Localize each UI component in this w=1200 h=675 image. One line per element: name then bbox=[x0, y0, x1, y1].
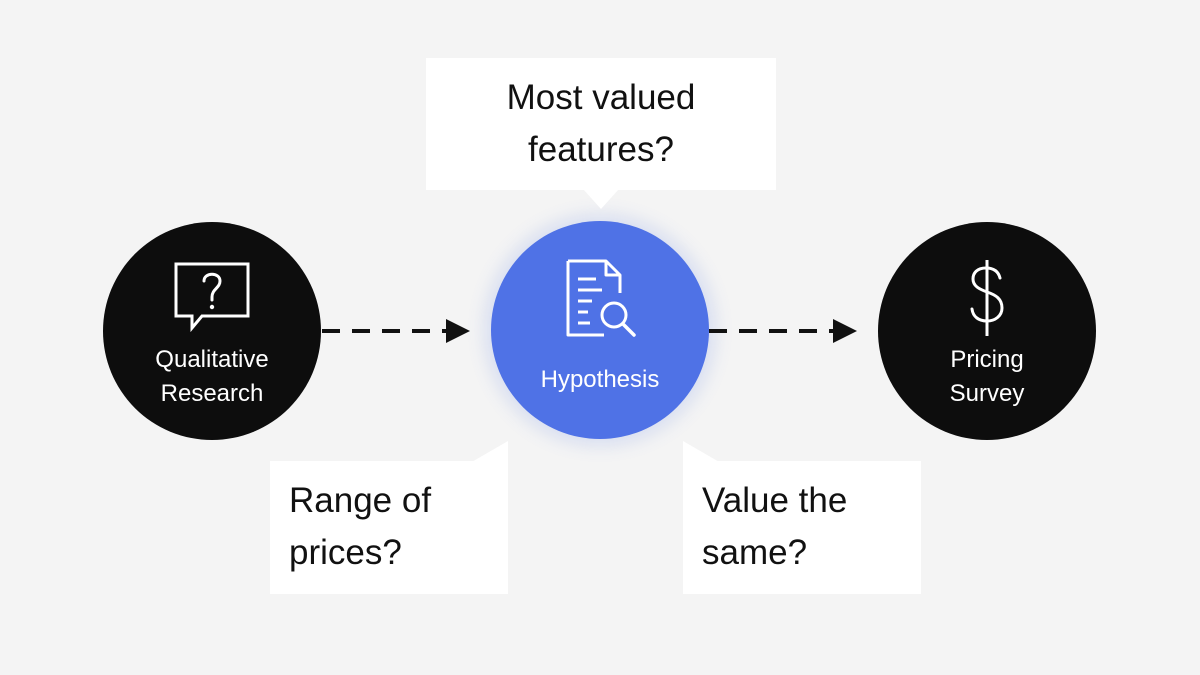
callout-value-the-same: Value the same? bbox=[683, 461, 921, 594]
document-search-icon bbox=[566, 259, 636, 337]
dashed-arrow-2 bbox=[709, 319, 857, 343]
dashed-arrow-1 bbox=[322, 319, 470, 343]
dollar-sign-icon bbox=[970, 260, 1004, 336]
callout-most-valued-features: Most valued features? bbox=[426, 58, 776, 190]
callout-top-pointer bbox=[583, 189, 619, 209]
callout-bottom-left-pointer bbox=[470, 441, 508, 463]
qualitative-research-node: Qualitative Research bbox=[103, 222, 321, 440]
pricing-survey-label: Pricing Survey bbox=[949, 346, 1025, 407]
hypothesis-label: Hypothesis bbox=[540, 366, 660, 393]
hypothesis-node: Hypothesis bbox=[491, 221, 709, 439]
pricing-survey-node: Pricing Survey bbox=[878, 222, 1096, 440]
qualitative-research-label: Qualitative Research bbox=[155, 346, 269, 407]
callout-bottom-right-pointer bbox=[683, 441, 721, 463]
question-speech-bubble-icon bbox=[174, 262, 250, 333]
callout-range-of-prices: Range of prices? bbox=[270, 461, 508, 594]
